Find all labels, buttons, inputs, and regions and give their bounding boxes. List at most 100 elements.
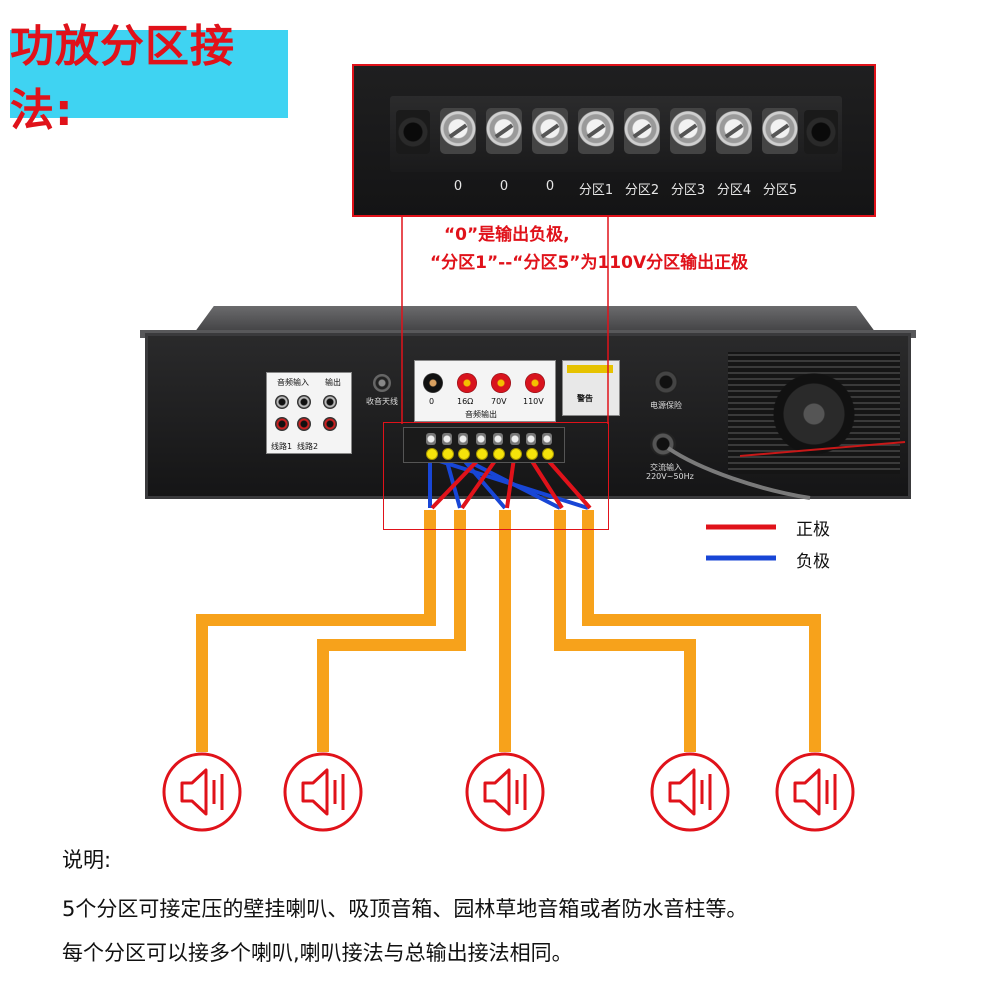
terminal-screw [624,108,660,154]
speaker-icon [162,752,242,832]
connection-dot [426,448,438,460]
rca-jack [323,417,337,431]
terminal-end-left [396,110,430,154]
title-banner: 功放分区接法: [10,21,288,136]
speaker-icon [283,752,363,832]
description-line1: 5个分区可接定压的壁挂喇叭、吸顶音箱、园林草地音箱或者防水音柱等。 [62,897,748,921]
connection-dot [542,448,554,460]
terminal-screw [716,108,752,154]
output-label: 输出 [325,378,341,387]
positive-jumper [544,456,592,510]
zone-terminal-block [403,427,565,463]
connection-dot [458,448,470,460]
terminal-detail-frame [383,422,609,530]
power-cord [666,446,811,500]
rca-jack [297,395,311,409]
terminal-label: 分区5 [762,183,798,198]
mini-terminal-screw [526,433,536,445]
warning-stripe [567,365,613,373]
audio-input-label: 音频输入 [277,378,309,387]
mini-terminal-screw [426,433,436,445]
connection-dot [526,448,538,460]
connection-dot [442,448,454,460]
ac-input-spec: 220V~50Hz [646,472,694,481]
wire-zone1 [196,510,436,752]
red-cable [739,441,906,457]
terminal-label: 0 [499,179,509,194]
terminal-screw [486,108,522,154]
positive-jumper [430,456,482,510]
ac-input-label: 交流输入 [650,463,682,472]
positive-jumper [460,456,499,510]
binding-post [423,373,443,393]
mini-terminal-screw [458,433,468,445]
terminal-zoom-panel: 0 0 0 分区1 分区2 分区3 分区4 分区5 [352,64,876,217]
description-line2: 每个分区可以接多个喇叭,喇叭接法与总输出接法相同。 [62,941,573,965]
antenna-jack [373,374,391,392]
terminal-label: 分区4 [716,183,752,198]
negative-jumper [444,457,462,509]
rca-jack [323,395,337,409]
legend-negative-label: 负极 [796,552,830,572]
mini-terminal-screw [476,433,486,445]
mini-terminal-screw [442,433,452,445]
post-label: 70V [491,397,507,406]
positive-jumper [528,456,564,510]
binding-post [491,373,511,393]
post-label: 0 [429,397,435,406]
audio-input-panel: 音频输入 输出 线路1 线路2 [266,372,352,454]
legend-positive-label: 正极 [796,520,830,540]
wire-zone2 [317,510,466,752]
line1-label: 线路1 [271,442,293,451]
warning-label: 警告 [577,394,593,403]
mini-terminal-screw [493,433,503,445]
terminal-label: 0 [545,179,555,194]
antenna-label: 收音天线 [366,397,398,406]
terminal-label: 分区1 [578,183,614,198]
rca-jack [275,395,289,409]
terminal-label: 0 [453,179,463,194]
line2-label: 线路2 [297,442,319,451]
terminal-label: 分区2 [624,183,660,198]
terminal-block [390,96,842,172]
warning-sticker: 警告 [562,360,620,416]
wire-zone5 [582,510,821,752]
terminal-label: 分区3 [670,183,706,198]
terminal-screw [578,108,614,154]
speaker-icon [775,752,855,832]
fan-icon [772,372,856,456]
rca-jack [297,417,311,431]
terminal-screw [670,108,706,154]
terminal-screw [440,108,476,154]
power-fuse-label: 电源保险 [650,401,682,410]
terminal-end-right [804,110,838,154]
note-positive: “分区1”--“分区5”为110V分区输出正极 [430,253,749,273]
audio-output-label: 音频输出 [465,410,497,419]
note-negative: “0”是输出负极, [444,225,570,245]
negative-jumper [460,456,507,510]
mini-terminal-screw [510,433,520,445]
terminal-screw [532,108,568,154]
speaker-icon [650,752,730,832]
positive-jumper [505,457,516,509]
wire-zone4 [554,510,696,752]
connection-dot [493,448,505,460]
jumper-wires [428,456,592,510]
connection-dot [510,448,522,460]
audio-output-panel: 0 16Ω 70V 110V 音频输出 [414,360,556,422]
binding-post [525,373,545,393]
page-title: 功放分区接法: [10,21,235,136]
speaker-icons [162,752,855,832]
description-heading: 说明: [62,848,112,872]
post-label: 16Ω [457,397,474,406]
power-fuse-icon [654,370,678,394]
mini-terminal-screw [542,433,552,445]
terminal-screw [762,108,798,154]
binding-post [457,373,477,393]
post-label: 110V [523,397,544,406]
rca-jack [275,417,289,431]
connection-dot [476,448,488,460]
speaker-icon [465,752,545,832]
orange-wires [196,510,821,752]
